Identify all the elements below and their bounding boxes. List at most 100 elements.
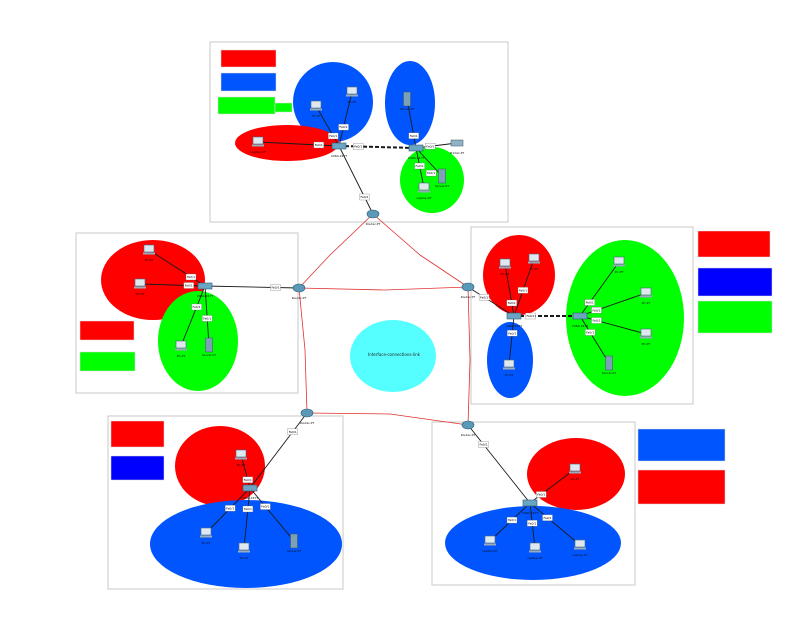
site-zone bbox=[75, 232, 299, 394]
pc-icon[interactable] bbox=[528, 253, 540, 262]
site-zone bbox=[107, 415, 344, 590]
server-icon[interactable] bbox=[403, 91, 411, 107]
server-icon[interactable] bbox=[205, 337, 213, 353]
lan-link bbox=[338, 91, 353, 147]
port-label: Fa0/1 bbox=[244, 478, 252, 482]
port-label: Fa0/1 bbox=[271, 286, 279, 290]
port-label-box bbox=[260, 503, 271, 510]
server-icon[interactable] bbox=[605, 355, 613, 371]
port-label-box bbox=[585, 329, 596, 336]
pc-icon[interactable] bbox=[499, 258, 511, 267]
port-label: Fa0/1 bbox=[519, 288, 527, 292]
lan-link bbox=[257, 141, 340, 147]
port-label-box bbox=[478, 441, 489, 448]
legend-box bbox=[697, 230, 771, 258]
port-label-box bbox=[591, 307, 602, 314]
port-label-box bbox=[242, 505, 254, 513]
laptop-icon-base bbox=[484, 543, 496, 546]
port-label-box bbox=[225, 505, 236, 512]
printer-icon[interactable] bbox=[450, 139, 464, 147]
router-icon[interactable] bbox=[300, 408, 314, 418]
laptop-icon[interactable] bbox=[484, 535, 496, 544]
pc-icon[interactable] bbox=[613, 256, 625, 265]
pc-icon-base bbox=[503, 367, 515, 370]
switch-icon[interactable] bbox=[197, 282, 213, 290]
wan-link bbox=[298, 213, 374, 289]
device-label: PC-PT bbox=[348, 100, 357, 104]
wan-link bbox=[467, 286, 471, 426]
pc-icon[interactable] bbox=[200, 527, 212, 536]
pc-icon[interactable] bbox=[503, 359, 515, 368]
port-label-box bbox=[408, 132, 419, 139]
device-label: 2960-24TT bbox=[242, 496, 258, 500]
port-label: Fa0/1 bbox=[289, 430, 297, 434]
lan-link bbox=[504, 263, 515, 317]
switch-icon[interactable] bbox=[506, 312, 522, 320]
device-label: 2960-24TT bbox=[197, 294, 213, 298]
server-icon[interactable] bbox=[290, 533, 298, 549]
legend-box bbox=[697, 267, 773, 297]
device-label: PC-PT bbox=[615, 270, 624, 274]
pc-icon[interactable] bbox=[134, 278, 146, 287]
device-label: Laptop-PT bbox=[527, 556, 542, 560]
laptop-icon[interactable] bbox=[574, 539, 586, 548]
port-label-box bbox=[183, 282, 194, 289]
laptop-icon[interactable] bbox=[252, 136, 264, 145]
port-label-box bbox=[525, 312, 536, 320]
port-label: Fa0/1 bbox=[315, 143, 323, 147]
device-label: PC-PT bbox=[571, 477, 580, 481]
port-label: Fa0/1 bbox=[508, 331, 516, 335]
pc-icon-base bbox=[143, 252, 155, 255]
pc-icon[interactable] bbox=[569, 463, 581, 472]
device-label: Laptop-PT bbox=[572, 553, 587, 557]
legend-box bbox=[110, 455, 165, 481]
lan-link bbox=[579, 261, 620, 317]
area-ellipse-red bbox=[527, 438, 625, 510]
laptop-icon[interactable] bbox=[418, 182, 430, 191]
pc-icon-base bbox=[346, 94, 358, 97]
pc-icon[interactable] bbox=[640, 287, 652, 296]
legend-box bbox=[217, 96, 276, 115]
laptop-icon[interactable] bbox=[529, 542, 541, 551]
pc-icon[interactable] bbox=[175, 340, 187, 349]
area-ellipse-green bbox=[158, 291, 238, 391]
switch-icon[interactable] bbox=[331, 142, 347, 150]
laptop-icon-base bbox=[252, 144, 264, 147]
device-label: 2960-24TT bbox=[408, 156, 424, 160]
pc-icon[interactable] bbox=[640, 328, 652, 337]
device-label: Laptop-PT bbox=[482, 549, 497, 553]
switch-icon[interactable] bbox=[572, 312, 588, 320]
legend-box bbox=[79, 320, 135, 341]
lan-link bbox=[180, 285, 206, 347]
pc-icon-base bbox=[613, 264, 625, 267]
port-label: Fa0/1 bbox=[187, 275, 195, 279]
switch-icon[interactable] bbox=[408, 144, 424, 152]
port-label-box bbox=[506, 516, 518, 524]
router-icon[interactable] bbox=[461, 282, 475, 292]
device-label: Router-PT bbox=[461, 295, 476, 299]
switch-icon[interactable] bbox=[522, 499, 538, 507]
router-icon[interactable] bbox=[461, 420, 475, 430]
device-label: Router-PT bbox=[461, 433, 476, 437]
legend-box bbox=[637, 428, 726, 462]
pc-icon[interactable] bbox=[235, 449, 247, 458]
router-icon[interactable] bbox=[292, 283, 306, 293]
port-label: Fa0/1 bbox=[226, 506, 234, 510]
pc-icon[interactable] bbox=[238, 542, 250, 551]
legend-box bbox=[110, 420, 165, 448]
legend-box bbox=[220, 72, 277, 92]
center-cloud-label: Interface-connections-link bbox=[368, 352, 420, 357]
area-ellipse-blue bbox=[293, 62, 373, 142]
pc-icon-base bbox=[310, 108, 322, 111]
port-label: Fa0/1 bbox=[592, 319, 600, 323]
pc-icon[interactable] bbox=[346, 86, 358, 95]
lan-link bbox=[579, 315, 610, 364]
port-label-box bbox=[338, 123, 349, 131]
server-icon[interactable] bbox=[438, 168, 446, 184]
pc-icon[interactable] bbox=[143, 244, 155, 253]
port-label-box bbox=[506, 299, 517, 307]
switch-icon[interactable] bbox=[242, 484, 258, 492]
pc-icon[interactable] bbox=[310, 100, 322, 109]
router-icon[interactable] bbox=[366, 209, 380, 219]
